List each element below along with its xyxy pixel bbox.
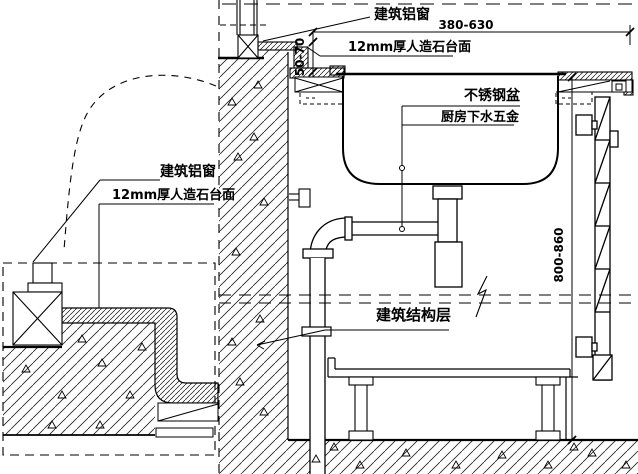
label-drain-hardware: 厨房下水五金 — [441, 109, 520, 125]
detail-cabinet-rail — [155, 402, 219, 438]
leader-dot-drain — [399, 226, 405, 232]
leader-dot-basin — [399, 165, 405, 171]
label-left-window: 建筑铝窗 — [160, 163, 216, 180]
concrete-floor — [288, 438, 638, 474]
break-symbol — [475, 275, 488, 318]
label-left-countertop: 12mm厚人造石台面 — [112, 187, 235, 203]
shelf-bracket-top — [575, 114, 593, 136]
dim-counter-width-text: 380-630 — [438, 18, 493, 32]
label-right-countertop: 12mm厚人造石台面 — [348, 39, 471, 55]
detail-window-frame — [12, 262, 63, 346]
dim-splash-height-text: 50-70 — [293, 38, 307, 76]
detail-stone-countertop — [61, 307, 219, 404]
detail-reference-curve — [63, 74, 217, 251]
concrete-triangle-symbols — [21, 80, 631, 469]
stone-countertop — [257, 41, 634, 96]
wall-outlet — [289, 188, 311, 208]
detail-label-leaders — [32, 179, 214, 308]
dimension-splash-height — [308, 32, 318, 77]
left-detail-view: 建筑铝窗 12mm厚人造石台面 — [2, 74, 235, 456]
detail-concrete-wall — [3, 323, 155, 436]
section-break-lines — [219, 275, 638, 318]
dim-counter-height-text: 800-860 — [552, 227, 566, 282]
label-structure-layer: 建筑结构层 — [376, 306, 451, 324]
label-basin: 不锈钢盆 — [464, 87, 521, 104]
concrete-wall — [218, 50, 289, 474]
dimension-counter-height — [567, 72, 577, 445]
shelf-bracket-bottom — [575, 336, 593, 358]
cabinet-leg-right — [535, 376, 561, 441]
aluminum-window-frame — [236, 0, 259, 59]
label-right-window: 建筑铝窗 — [374, 6, 430, 23]
cabinet-leg-left — [348, 376, 374, 441]
drain-hardware — [302, 185, 463, 288]
label-leaders — [256, 16, 520, 350]
stainless-steel-basin — [336, 72, 566, 185]
cabinet-side-panel — [575, 96, 619, 381]
boundary-dashed-lines — [218, 0, 638, 474]
main-section-view: 380-630 50-70 800-860 建筑铝窗 12mm厚人 — [218, 0, 638, 474]
